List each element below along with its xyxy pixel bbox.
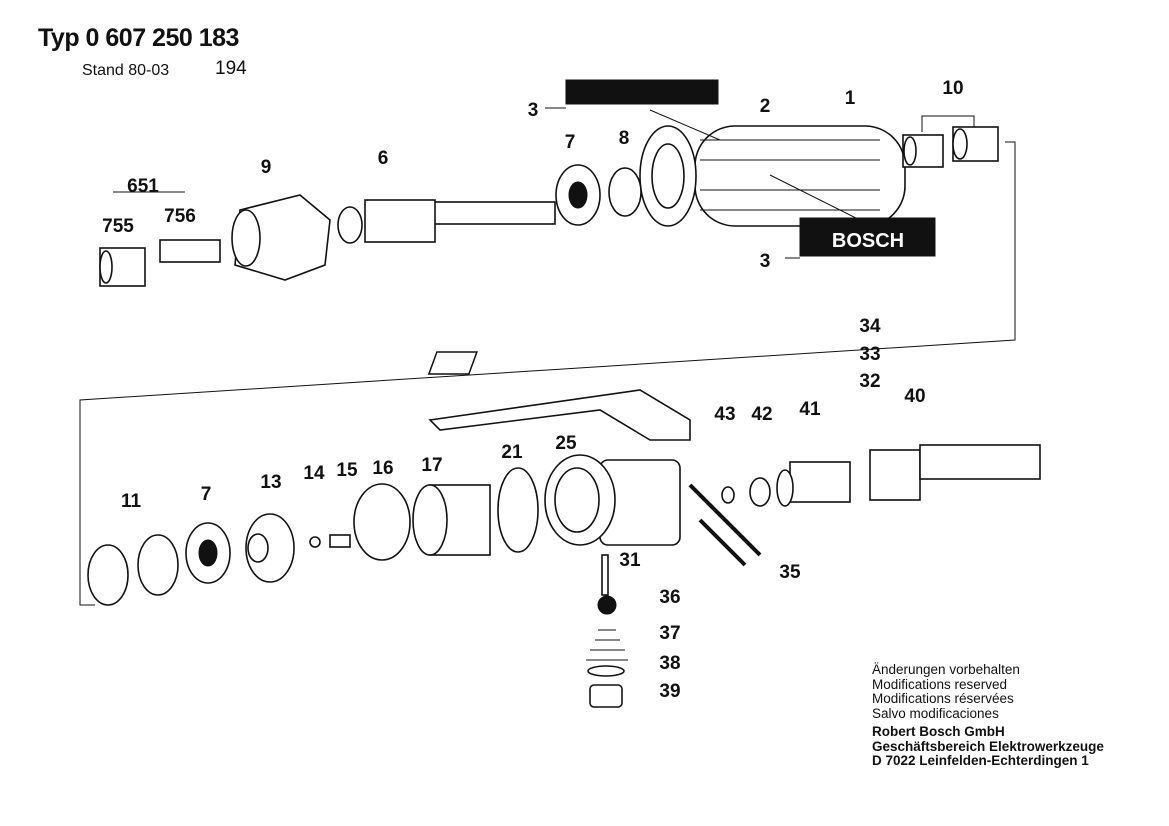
part-number-label: 39 — [659, 681, 680, 702]
part-spring-37 — [586, 629, 628, 661]
part-motor-housing-25 — [544, 454, 681, 546]
assembly-outline — [79, 141, 1016, 606]
part-number-label: 651 — [127, 176, 159, 197]
part-number-label: 41 — [799, 399, 821, 420]
part-number-label: 34 — [859, 316, 881, 337]
part-number-label: 1 — [845, 88, 856, 109]
part-number-label: 7 — [201, 484, 212, 505]
company-division: Geschäftsbereich Elektrowerkzeuge — [872, 738, 1104, 754]
part-number-label: 15 — [336, 460, 358, 481]
part-number-label: 25 — [555, 433, 577, 454]
part-number-label: 14 — [303, 463, 325, 484]
part-plug-39 — [589, 684, 623, 708]
part-number-label: 2 — [760, 96, 771, 117]
note-line: Modifications reserved — [872, 676, 1008, 692]
part-chuck-nut-9 — [231, 194, 331, 281]
part-number-label: 35 — [779, 562, 801, 583]
company-block: Robert Bosch GmbH Geschäftsbereich Elekt… — [872, 724, 1104, 769]
part-endplate-16 — [353, 483, 411, 561]
note-line: Modifications réservées — [872, 691, 1014, 706]
part-gear-13 — [245, 513, 295, 583]
part-bearing-7-upper — [555, 164, 601, 226]
part-number-label: 13 — [260, 472, 281, 493]
part-number-label: 42 — [751, 404, 772, 425]
part-spindle-6 — [337, 199, 556, 244]
part-number-label: 37 — [659, 623, 680, 644]
part-hose-nipple-40 — [869, 444, 1041, 501]
part-number-label: 43 — [714, 404, 735, 425]
nameplate-bosch: BOSCH — [799, 217, 936, 257]
part-plate-32 — [428, 389, 691, 441]
part-nut-755 — [99, 247, 146, 287]
notes-block: Änderungen vorbehalten Modifications res… — [872, 662, 1020, 721]
part-pin-31 — [601, 554, 609, 596]
part-washer-43 — [721, 486, 735, 504]
part-number-label: 38 — [659, 653, 680, 674]
part-number-label: 8 — [619, 128, 630, 149]
part-number-label: 3 — [528, 100, 539, 121]
part-number-label: 10 — [942, 78, 963, 99]
part-ball-36 — [597, 595, 617, 615]
part-number-label: 32 — [859, 371, 880, 392]
revision-stand: Stand 80-03 — [82, 62, 170, 79]
part-bearing-7-lower — [185, 522, 231, 584]
part-oring-42 — [749, 477, 771, 507]
page-title: Typ 0 607 250 183 — [38, 24, 239, 52]
part-collet-756 — [159, 239, 221, 263]
part-number-label: 3 — [760, 251, 771, 272]
part-number-label: 33 — [859, 344, 880, 365]
part-number-label: 36 — [659, 587, 680, 608]
part-bushings-10 — [902, 126, 999, 168]
company-name: Robert Bosch GmbH — [872, 724, 1005, 739]
part-number-label: 40 — [904, 386, 925, 407]
note-line: Änderungen vorbehalten — [872, 662, 1020, 677]
note-line: Salvo modificaciones — [872, 705, 999, 721]
part-spring-11 — [87, 534, 179, 606]
part-number-label: 7 — [565, 132, 576, 153]
part-label-plate-blank — [565, 79, 719, 105]
nameplate-text: BOSCH — [832, 230, 904, 252]
part-number-label: 17 — [421, 455, 442, 476]
part-housing — [639, 125, 906, 227]
part-nut-41 — [776, 461, 851, 507]
part-number-label: 16 — [372, 458, 393, 479]
part-oring-21 — [497, 467, 539, 553]
part-number-label: 755 — [102, 216, 134, 237]
part-pins-35 — [688, 483, 762, 567]
part-number-label: 9 — [261, 157, 272, 178]
part-plate-33 — [427, 351, 478, 375]
part-cylinder-17 — [412, 484, 491, 556]
part-washer-14 — [309, 536, 321, 548]
part-oring-38 — [587, 665, 625, 677]
part-number-label: 31 — [619, 550, 641, 571]
part-screw-15 — [329, 534, 351, 548]
company-address: D 7022 Leinfelden-Echterdingen 1 — [872, 753, 1089, 768]
part-number-label: 756 — [164, 206, 196, 227]
part-number-label: 21 — [501, 442, 523, 463]
part-number-label: 11 — [121, 491, 142, 512]
part-ring-8 — [608, 167, 642, 217]
page-number: 194 — [215, 58, 247, 79]
part-number-label: 6 — [378, 148, 389, 169]
